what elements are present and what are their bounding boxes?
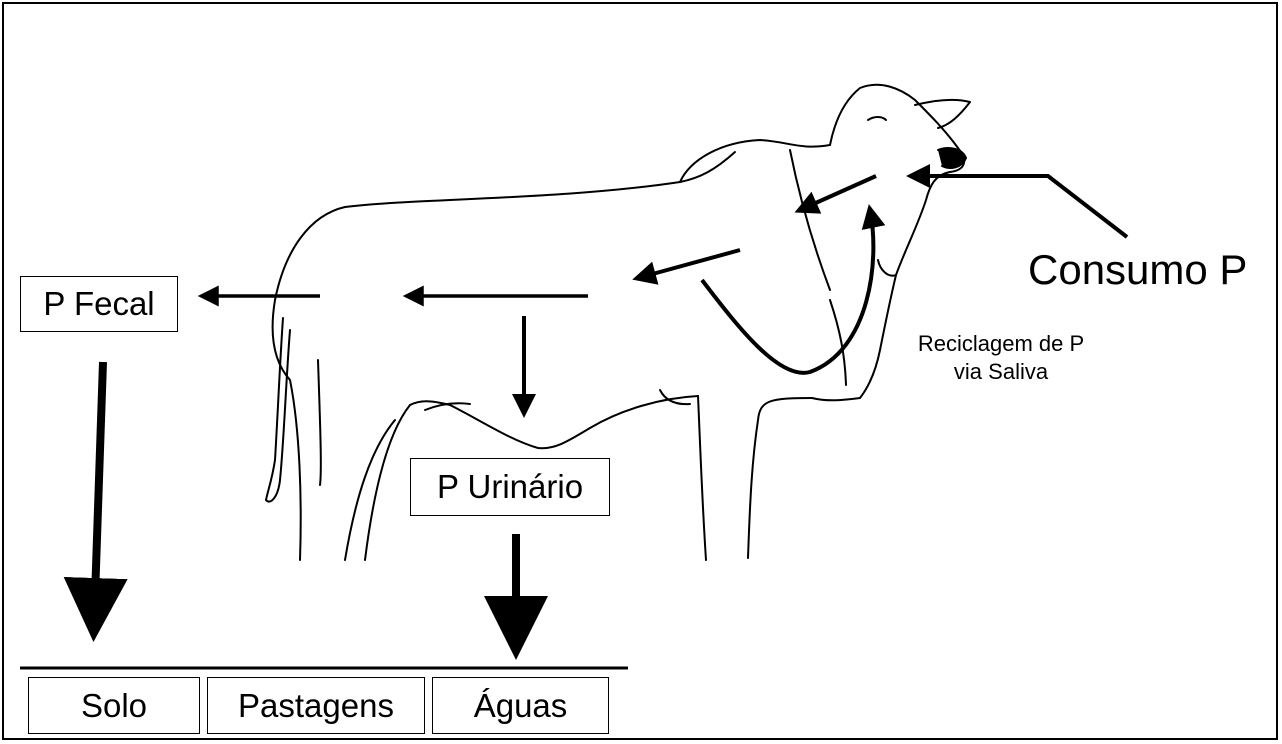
saliva-recycling-label: Reciclagem de P via Saliva <box>889 330 1113 386</box>
pastagens-box: Pastagens <box>207 677 425 734</box>
cow-neck-fold-2 <box>830 300 846 385</box>
cow-illustration <box>266 85 970 560</box>
cow-head <box>830 85 964 276</box>
cow-tail <box>266 318 290 502</box>
p-urinario-box: P Urinário <box>410 458 610 516</box>
flow-arrows <box>94 176 1127 644</box>
cow-neck-fold-1 <box>790 150 830 290</box>
arrow-mouth-to-rumen <box>800 176 876 210</box>
cow-front-leg-1 <box>748 398 812 558</box>
cow-hind-leg-1 <box>365 405 410 560</box>
cow-back <box>275 140 830 300</box>
cow-muzzle <box>938 148 966 168</box>
arrow-rumen-to-intestine <box>638 250 740 278</box>
cow-dewlap <box>812 275 896 400</box>
saliva-recycling-curve <box>702 210 873 373</box>
cow-front-leg-2 <box>698 396 706 560</box>
solo-box: Solo <box>28 677 200 734</box>
cow-thigh <box>318 360 321 485</box>
saliva-recycling-line-1: Reciclagem de P <box>889 330 1113 358</box>
cow-hump <box>680 152 735 182</box>
consumo-pointer-line <box>912 176 1127 237</box>
saliva-recycling-line-2: via Saliva <box>889 358 1113 386</box>
cow-hind-leg-2 <box>345 420 395 560</box>
arrow-fecal-to-ground <box>94 362 103 626</box>
p-fecal-box: P Fecal <box>20 276 178 332</box>
cow-ear <box>915 100 970 128</box>
cow-belly-fold <box>425 403 470 410</box>
cow-eye <box>868 117 886 120</box>
consumo-p-label: Consumo P <box>1028 246 1247 294</box>
aguas-box: Águas <box>432 677 609 734</box>
